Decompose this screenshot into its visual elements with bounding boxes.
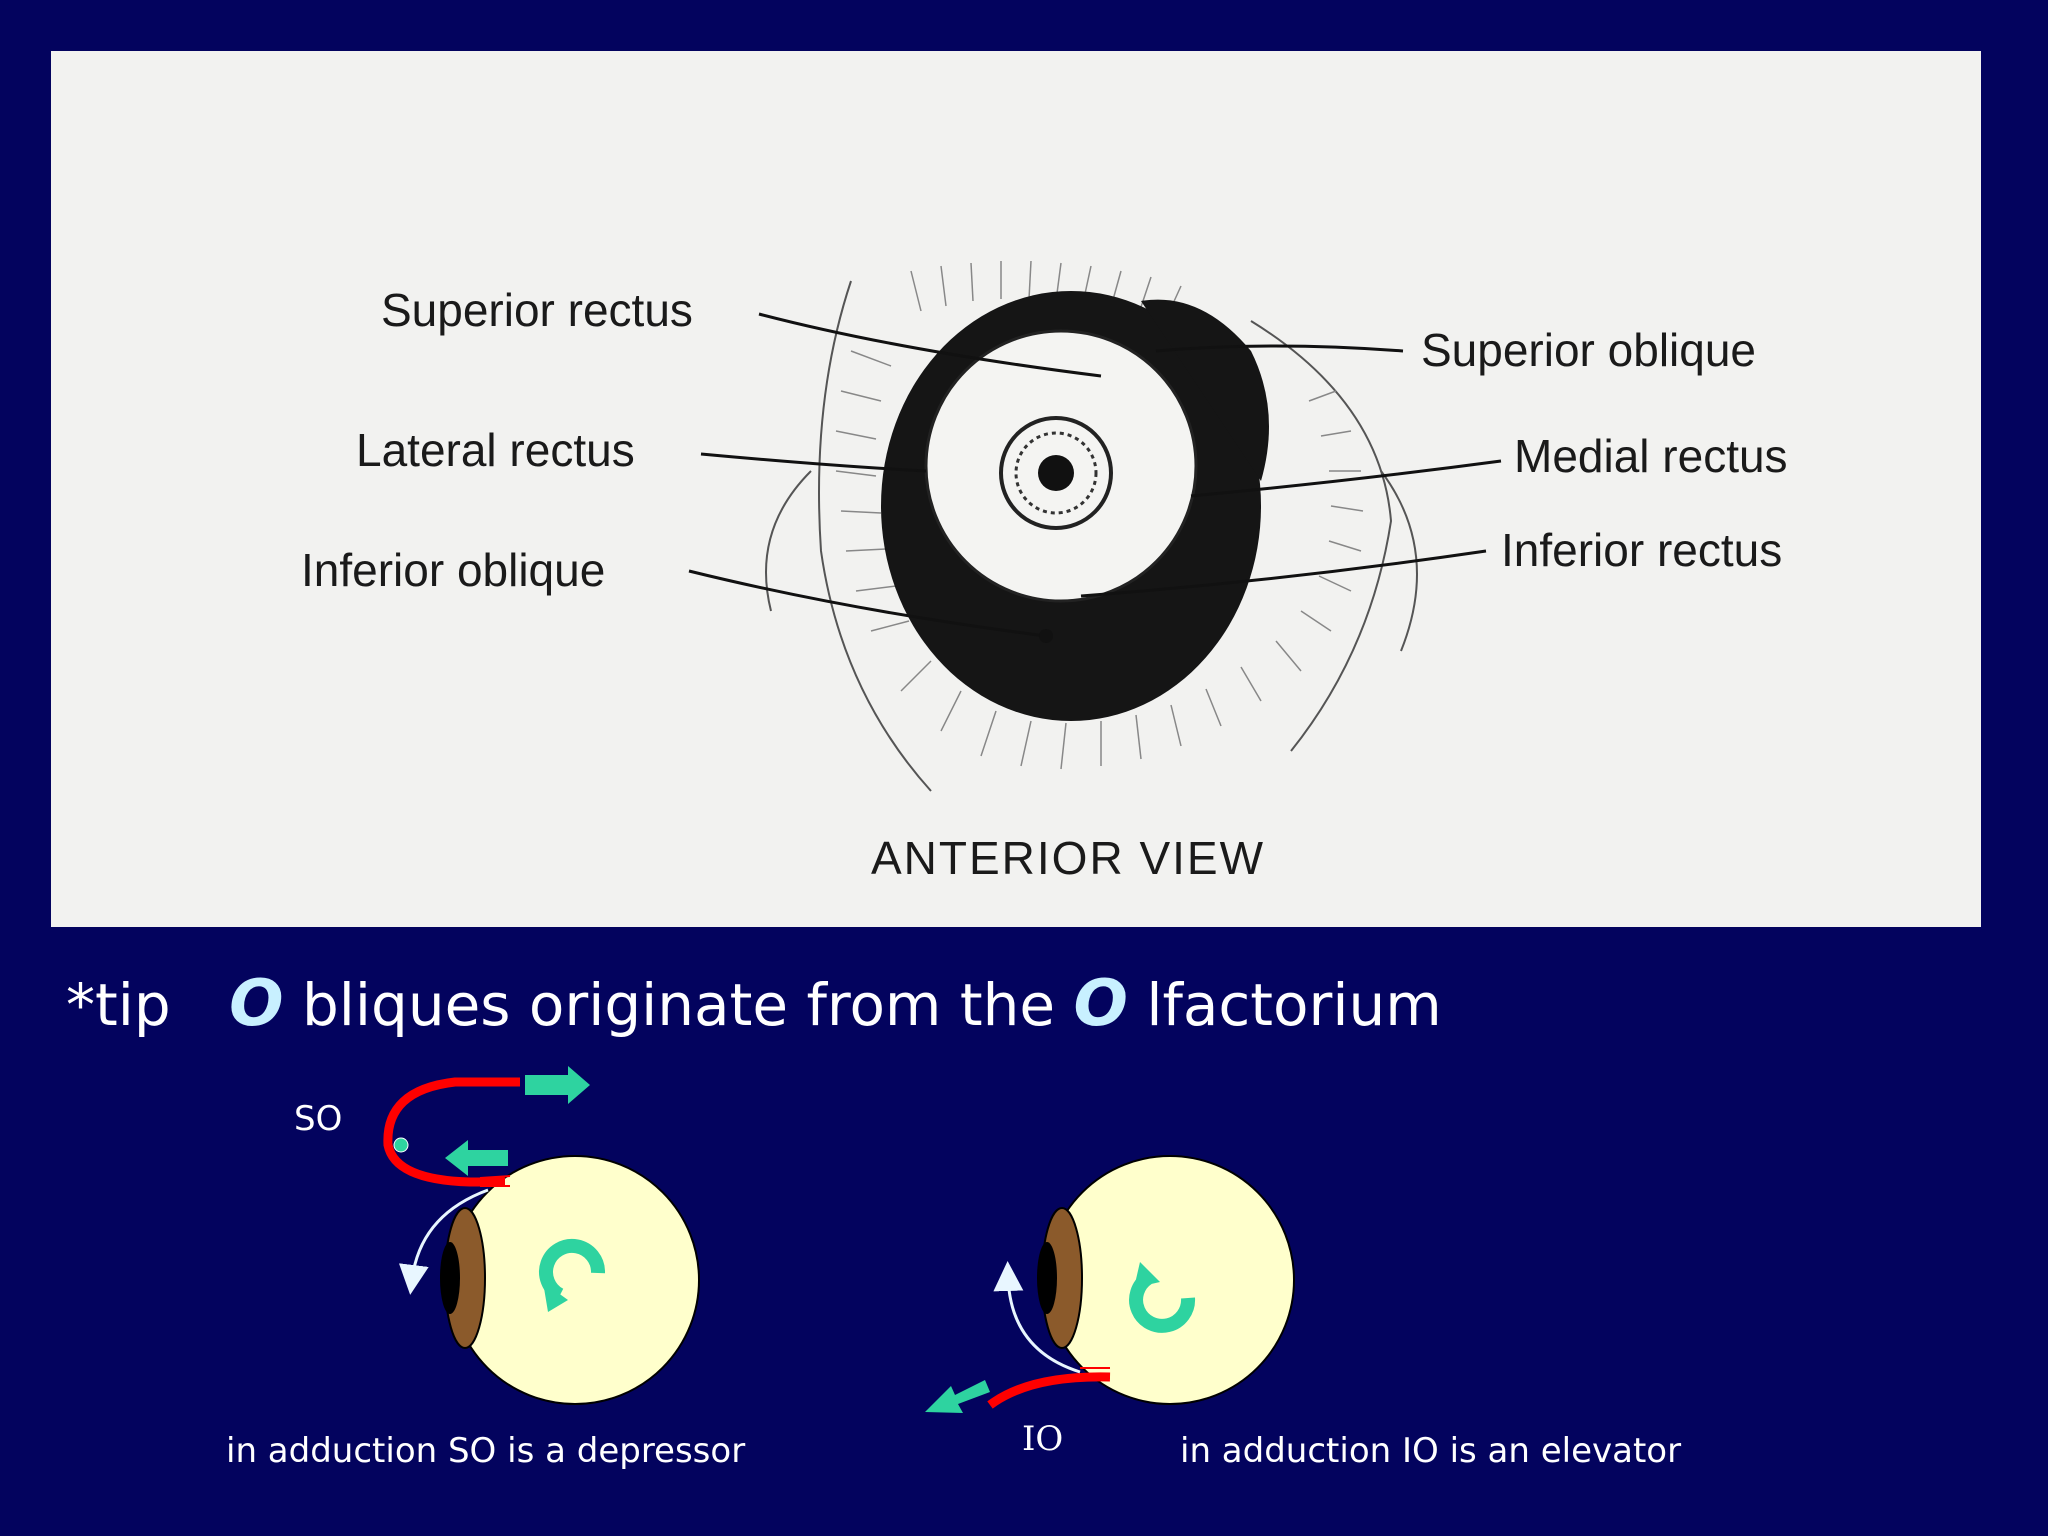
left-pupil: [440, 1242, 460, 1314]
left-torsion-arc: [539, 1238, 605, 1302]
label-inferior-rectus: Inferior rectus: [1501, 524, 1783, 576]
io-label: IO: [1022, 1419, 1064, 1459]
elevation-arrow-icon: [993, 1261, 1081, 1374]
io-caption: in adduction IO is an elevator: [1180, 1431, 1682, 1471]
anatomy-illustration: Superior rectus Lateral rectus Inferior …: [51, 51, 1981, 927]
label-superior-rectus: Superior rectus: [381, 284, 693, 336]
tip-letter-o-olfactorium: O: [1073, 967, 1128, 1041]
tip-text-olfactorium: lfactorium: [1146, 971, 1442, 1039]
so-pull-arrow-icon: [525, 1066, 590, 1104]
pupil: [1038, 455, 1074, 491]
io-pull-arrow-icon: [925, 1380, 990, 1413]
so-direction-arrow-icon: [445, 1140, 508, 1176]
orbit-hatching: [765, 280, 1418, 792]
label-superior-oblique: Superior oblique: [1421, 324, 1757, 376]
so-insertion: [479, 1175, 511, 1187]
label-medial-rectus: Medial rectus: [1514, 430, 1788, 482]
superior-oblique-tendon: [1141, 299, 1269, 481]
so-caption: in adduction SO is a depressor: [226, 1431, 746, 1471]
iris-pattern: [1014, 431, 1098, 515]
so-label: SO: [294, 1099, 343, 1139]
right-torsion-arrow-icon: [1134, 1262, 1160, 1288]
right-eyeball: [1045, 1155, 1295, 1405]
view-title: ANTERIOR VIEW: [871, 832, 1266, 884]
leader-lines: [688, 312, 1502, 638]
tip-prefix: *tip: [66, 971, 171, 1039]
right-torsion-arc: [1129, 1272, 1196, 1333]
label-inferior-oblique: Inferior oblique: [301, 544, 606, 596]
label-lateral-rectus: Lateral rectus: [356, 424, 635, 476]
inferior-oblique-origin: [1039, 629, 1053, 643]
left-torsion-arrow-icon: [543, 1282, 568, 1312]
inferior-oblique-diagram: [925, 1155, 1295, 1413]
superior-oblique-diagram: [383, 1066, 700, 1405]
right-pupil: [1037, 1242, 1057, 1314]
tip-letter-o-obliques: O: [229, 967, 284, 1041]
superior-oblique-muscle: [383, 1077, 520, 1187]
io-insertion: [1080, 1367, 1110, 1379]
eye-drawing: [688, 260, 1502, 792]
tip-mnemonic: *tip O bliques originate from the O lfac…: [66, 972, 1442, 1036]
inferior-oblique-muscle: [987, 1372, 1111, 1409]
depression-arrow-icon: [398, 1188, 489, 1295]
trochlea-point: [393, 1137, 409, 1153]
tip-text-obliques: bliques originate from the: [301, 971, 1056, 1039]
left-eyeball: [450, 1155, 700, 1405]
